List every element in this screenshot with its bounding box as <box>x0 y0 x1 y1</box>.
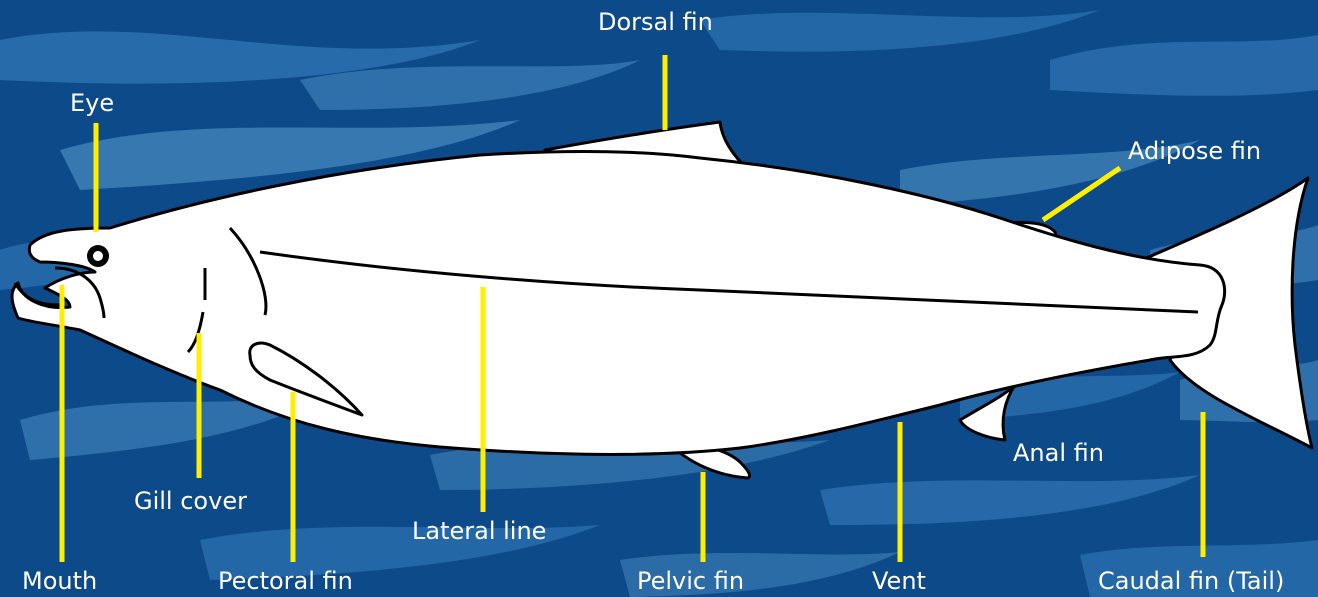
label-pelvic-fin: Pelvic fin <box>637 569 744 593</box>
label-dorsal-fin: Dorsal fin <box>598 10 713 34</box>
label-gill-cover: Gill cover <box>134 489 247 513</box>
label-eye: Eye <box>70 91 114 115</box>
label-vent: Vent <box>872 569 926 593</box>
label-lateral-line: Lateral line <box>412 519 546 543</box>
eye-inner <box>93 251 103 261</box>
label-adipose-fin: Adipose fin <box>1128 139 1261 163</box>
label-anal-fin: Anal fin <box>1013 441 1104 465</box>
label-mouth: Mouth <box>22 569 97 593</box>
label-pectoral-fin: Pectoral fin <box>218 569 353 593</box>
label-caudal-fin: Caudal fin (Tail) <box>1098 569 1284 593</box>
